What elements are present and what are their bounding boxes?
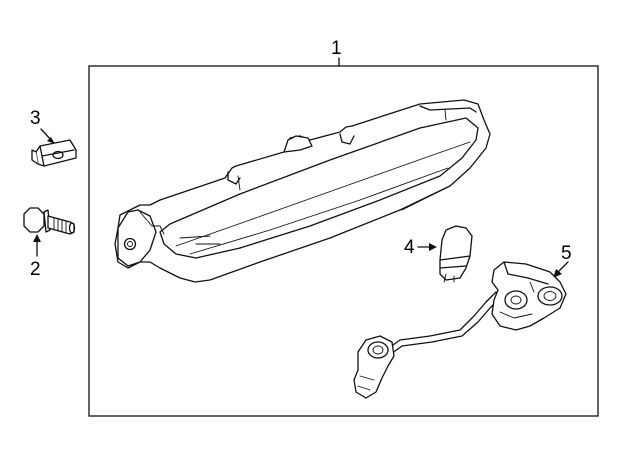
callout-5-arrowhead xyxy=(553,269,562,278)
callout-5[interactable]: 5 xyxy=(553,243,572,278)
callout-4-arrowhead xyxy=(429,243,437,251)
callout-3-arrowhead xyxy=(47,137,55,144)
callout-4-label: 4 xyxy=(404,237,415,258)
socket-wire-harness-icon[interactable] xyxy=(353,261,567,399)
callout-2[interactable]: 2 xyxy=(30,234,41,280)
callout-1[interactable]: 1 xyxy=(331,38,342,67)
bolt-icon[interactable] xyxy=(23,207,76,235)
u-nut-clip-icon[interactable] xyxy=(31,139,77,167)
callout-5-leader xyxy=(557,261,569,273)
bulb-icon[interactable] xyxy=(439,225,473,283)
callout-2-label: 2 xyxy=(30,259,41,280)
callout-1-label: 1 xyxy=(331,38,342,59)
callout-3-label: 3 xyxy=(30,108,41,129)
callout-4[interactable]: 4 xyxy=(404,237,437,258)
callout-2-arrowhead xyxy=(33,234,41,242)
callout-5-label: 5 xyxy=(561,243,572,264)
callout-3[interactable]: 3 xyxy=(30,108,55,144)
high-mount-stop-lamp-assembly-icon[interactable] xyxy=(114,99,491,283)
assembly-frame xyxy=(88,65,599,417)
